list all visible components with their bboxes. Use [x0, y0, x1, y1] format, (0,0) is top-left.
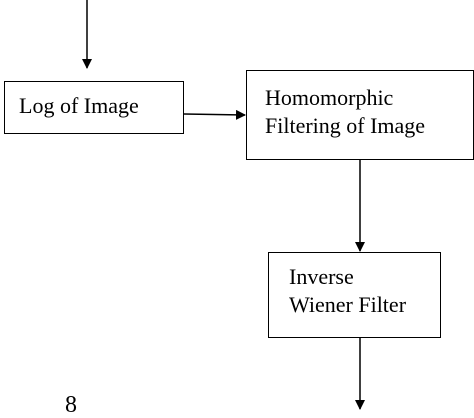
inverse-wiener-label-line-2: Wiener Filter [289, 292, 407, 317]
log-of-image-label: Log of Image [19, 93, 139, 118]
homomorphic-filtering-box: Homomorphic Filtering of Image [246, 70, 474, 160]
inverse-wiener-label-line-1: Inverse [289, 264, 354, 289]
homomorphic-filtering-label-line-2: Filtering of Image [265, 113, 426, 138]
inverse-wiener-filter-box: Inverse Wiener Filter [268, 252, 441, 338]
homomorphic-filtering-label-line-1: Homomorphic [265, 85, 394, 110]
cropped-text-fragment: 8 [65, 392, 77, 418]
log-of-image-box: Log of Image [4, 81, 184, 134]
arrow-log-to-homomorphic [183, 109, 246, 120]
